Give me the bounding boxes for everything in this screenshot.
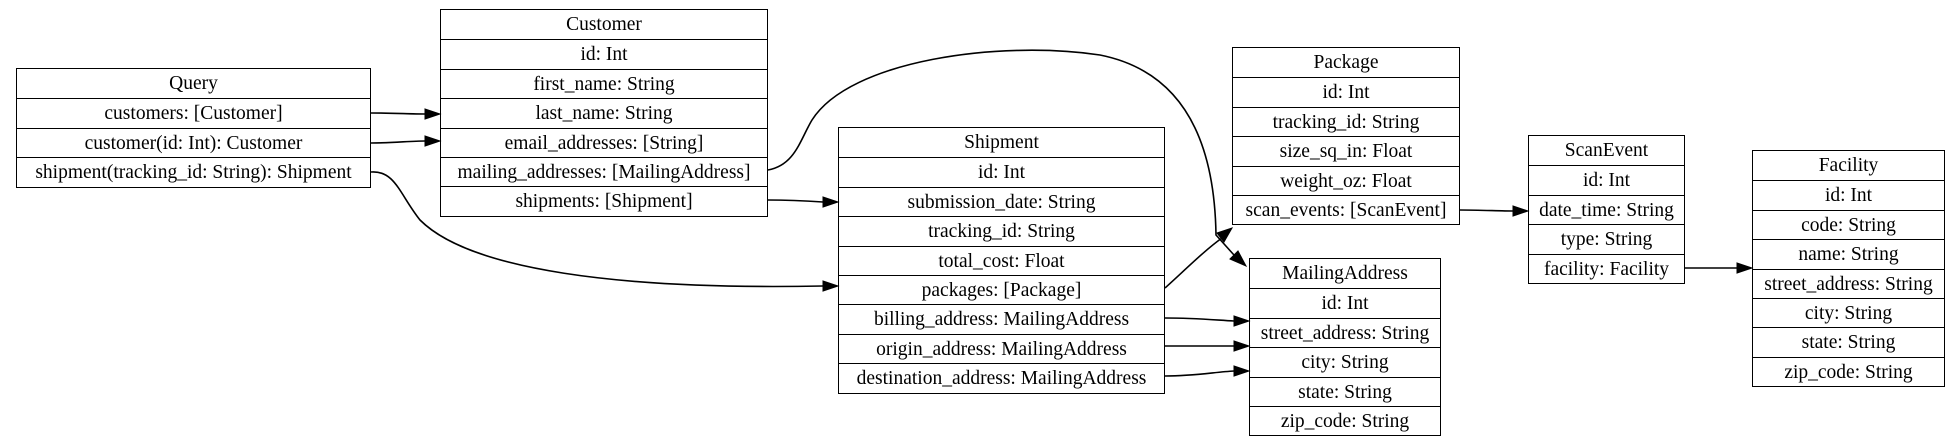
field-row: date_time: String: [1529, 194, 1684, 224]
field-row: size_sq_in: Float: [1233, 136, 1459, 165]
node-title: ScanEvent: [1564, 140, 1649, 161]
scanevent-node: ScanEvent id: Int date_time: String type…: [1528, 135, 1685, 284]
field-row: street_address: String: [1250, 317, 1440, 347]
edge-shipment-destination-address: [1164, 370, 1235, 377]
arrowhead: [424, 108, 442, 120]
field-row: scan_events: [ScanEvent]: [1233, 194, 1459, 224]
field-row: id: Int: [441, 39, 767, 68]
field-row: origin_address: MailingAddress: [839, 333, 1164, 363]
field-row: state: String: [1250, 376, 1440, 406]
node-title: Shipment: [964, 132, 1039, 153]
node-title: Customer: [566, 14, 642, 35]
field-row: city: String: [1250, 347, 1440, 376]
field-row: last_name: String: [441, 98, 767, 127]
field-row: id: Int: [1233, 77, 1459, 106]
edge-query-customer: [370, 140, 426, 144]
field-row: street_address: String: [1753, 268, 1944, 298]
field-row: id: Int: [1753, 180, 1944, 209]
field-row: shipments: [Shipment]: [441, 186, 767, 215]
arrowhead: [1216, 227, 1234, 243]
field-row: customers: [Customer]: [17, 98, 370, 127]
arrowhead: [1233, 365, 1251, 377]
field-row: facility: Facility: [1529, 253, 1684, 283]
arrowhead: [1233, 340, 1251, 352]
query-node: Query customers: [Customer] customer(id:…: [16, 68, 371, 188]
field-row: email_addresses: [String]: [441, 127, 767, 157]
arrowhead: [1233, 315, 1251, 327]
edge-query-customers: [370, 112, 426, 115]
field-row: id: Int: [1250, 288, 1440, 317]
arrowhead: [1736, 262, 1754, 274]
field-row: zip_code: String: [1250, 405, 1440, 435]
mailingaddress-node: MailingAddress id: Int street_address: S…: [1249, 258, 1441, 437]
field-row: submission_date: String: [839, 186, 1164, 216]
field-row: first_name: String: [441, 68, 767, 98]
arrowhead: [822, 280, 840, 292]
field-row: city: String: [1753, 297, 1944, 327]
field-row: total_cost: Float: [839, 245, 1164, 275]
field-row: zip_code: String: [1753, 356, 1944, 386]
field-row: billing_address: MailingAddress: [839, 304, 1164, 333]
field-row: tracking_id: String: [1233, 106, 1459, 136]
edge-shipment-packages: [1164, 237, 1223, 289]
arrowhead: [424, 135, 442, 147]
field-row: type: String: [1529, 224, 1684, 253]
edge-shipment-billing-address: [1164, 317, 1235, 322]
field-row: destination_address: MailingAddress: [839, 363, 1164, 392]
field-row: name: String: [1753, 239, 1944, 268]
field-row: tracking_id: String: [839, 216, 1164, 245]
customer-node: Customer id: Int first_name: String last…: [440, 9, 768, 217]
arrowhead: [1229, 250, 1248, 268]
edge-package-scan-events: [1459, 209, 1514, 212]
field-row: code: String: [1753, 209, 1944, 239]
field-row: shipment(tracking_id: String): Shipment: [17, 157, 370, 186]
field-row: customer(id: Int): Customer: [17, 127, 370, 157]
package-node: Package id: Int tracking_id: String size…: [1232, 47, 1460, 226]
arrowhead: [1512, 205, 1530, 217]
field-row: mailing_addresses: [MailingAddress]: [441, 156, 767, 186]
edge-customer-shipments: [767, 199, 824, 203]
field-row: weight_oz: Float: [1233, 165, 1459, 195]
field-row: id: Int: [1529, 165, 1684, 194]
node-title: MailingAddress: [1282, 263, 1408, 284]
field-row: id: Int: [839, 157, 1164, 186]
field-row: packages: [Package]: [839, 274, 1164, 304]
node-title: Facility: [1818, 155, 1879, 176]
arrowhead: [822, 196, 840, 208]
field-row: state: String: [1753, 327, 1944, 356]
node-title: Query: [169, 73, 218, 94]
shipment-node: Shipment id: Int submission_date: String…: [838, 127, 1165, 394]
facility-node: Facility id: Int code: String name: Stri…: [1752, 150, 1945, 388]
node-title: Package: [1313, 52, 1379, 73]
